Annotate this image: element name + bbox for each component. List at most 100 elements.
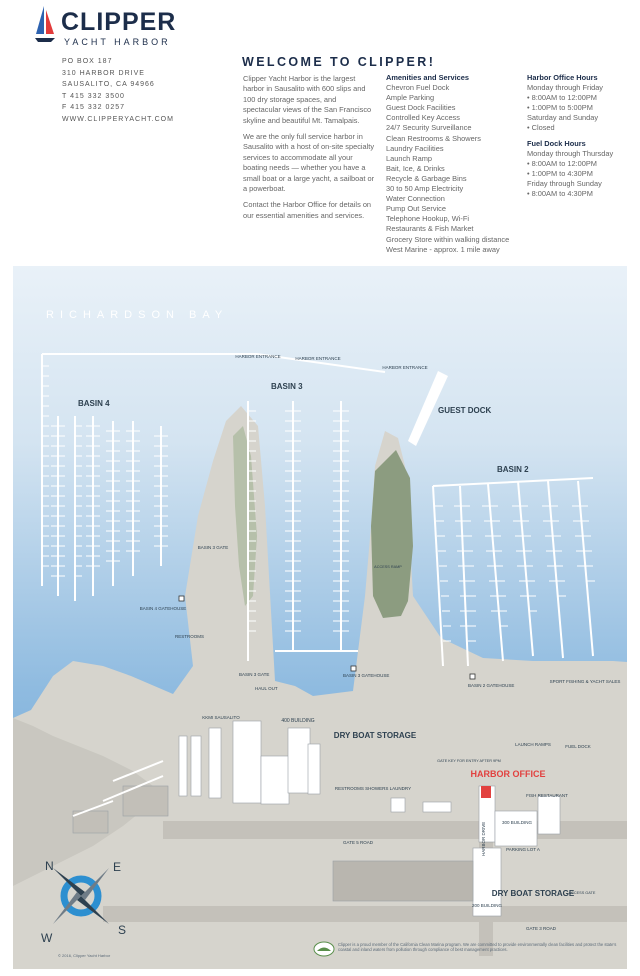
website-link[interactable]: WWW.CLIPPERYACHT.COM — [62, 115, 174, 123]
basin-2-docks — [432, 477, 594, 667]
amenity-item: Restaurants & Fish Market — [386, 224, 474, 234]
clean-marina-badge — [313, 941, 335, 957]
map-labels: RICHARDSON BAY HARBOR ENTRANCE HARBOR EN… — [46, 309, 620, 931]
amenity-item: Recycle & Garbage Bins — [386, 173, 467, 183]
launch-ramps-label: LAUNCH RAMPS — [515, 742, 551, 747]
compass-s: S — [118, 923, 126, 937]
sport-fishing-label: SPORT FISHING & YACHT SALES — [550, 679, 621, 684]
grass-area — [371, 450, 413, 618]
building400-label: 400 BUILDING — [281, 718, 314, 724]
basin3-gate-label-b: BASIN 3 GATE — [239, 672, 269, 677]
fuel-hours-line: Monday through Thursday — [527, 148, 614, 158]
office-hours-line: • 8:00AM to 12:00PM — [527, 93, 597, 103]
fuel-hours-line: Friday through Sunday — [527, 178, 602, 188]
gate5-label: GATE 5 ROAD — [343, 840, 374, 845]
fuel-dock-label: FUEL DOCK — [565, 744, 591, 749]
phone[interactable]: T 415 332 3500 — [62, 92, 125, 100]
brand-name: CLIPPER — [61, 8, 177, 36]
dry-storage-label: DRY BOAT STORAGE — [334, 731, 417, 740]
clipper-logo: CLIPPER YACHT HARBOR — [33, 4, 177, 50]
amenity-item: Launch Ramp — [386, 153, 433, 163]
intro-paragraph: Contact the Harbor Office for details on… — [243, 200, 372, 220]
amenity-item: Water Connection — [386, 194, 445, 204]
amenities-list: Amenities and Services Chevron Fuel Dock… — [386, 73, 509, 255]
amenity-item: Clean Restrooms & Showers — [386, 133, 481, 143]
restrooms-showers-label: RESTROOMS SHOWERS LAUNDRY — [335, 786, 411, 791]
amenity-item: Grocery Store within walking distance — [386, 234, 510, 244]
amenity-item: Controlled Key Access — [386, 113, 460, 123]
restrooms-label: RESTROOMS — [175, 634, 204, 639]
office-hours-line: Saturday and Sunday — [527, 113, 599, 123]
fuel-hours-line: • 8:00AM to 4:30PM — [527, 189, 593, 199]
basin-4-slips — [42, 365, 168, 577]
harbor-drive-label: HARBOR DRIVE — [481, 822, 486, 856]
fuel-hours-line: • 8:00AM to 12:00PM — [527, 158, 597, 168]
fuel-hours-line: • 1:00PM to 4:30PM — [527, 168, 593, 178]
building200-label: 200 BUILDING — [472, 903, 503, 908]
amenity-item: Pump Out Service — [386, 204, 446, 214]
entrance-label: HARBOR ENTRANCE — [382, 365, 427, 370]
basin-2-slips — [435, 505, 595, 642]
compass-n: N — [45, 859, 54, 873]
contact-line: 310 HARBOR DRIVE — [62, 69, 145, 77]
basin2-label: BASIN 2 — [497, 465, 529, 474]
fish-restaurant-label: FISH RESTAURANT — [526, 793, 568, 798]
harbor-office-building — [481, 786, 491, 798]
amenity-item: Chevron Fuel Dock — [386, 83, 450, 93]
office-hours-heading: Harbor Office Hours — [527, 73, 598, 82]
compass-rose-icon: N E S W — [41, 859, 126, 945]
office-hours-line: Monday through Friday — [527, 83, 603, 93]
access-gate-label: ACCESS GATE — [569, 891, 596, 895]
gate-key-label: GATE KEY FOR ENTRY AFTER 9PM — [437, 759, 501, 763]
office-hours-line: • 1:00PM to 5:00PM — [527, 103, 593, 113]
amenity-item: Telephone Hookup, Wi-Fi — [386, 214, 469, 224]
amenity-item: Laundry Facilities — [386, 143, 444, 153]
fax: F 415 332 0257 — [62, 104, 126, 112]
basin2-gatehouse-label: BASIN 2 GATEHOUSE — [468, 683, 514, 688]
dry-storage2-label: DRY BOAT STORAGE — [492, 889, 575, 898]
gatehouse-markers — [178, 595, 476, 680]
buildings — [72, 720, 561, 917]
welcome-title: WELCOME TO CLIPPER! — [242, 55, 436, 69]
bay-label: RICHARDSON BAY — [46, 309, 228, 321]
access-ramp-label: ACCESS RAMP — [374, 565, 402, 569]
amenity-item: Bait, Ice, & Drinks — [386, 163, 445, 173]
basin4-label: BASIN 4 — [78, 399, 110, 408]
hours-block: Harbor Office Hours Monday through Frida… — [527, 73, 613, 199]
compass-e: E — [113, 860, 121, 874]
parking-lot-label: PARKING LOT A — [506, 847, 540, 852]
intro-paragraph: We are the only full service harbor in S… — [243, 132, 375, 194]
copyright: © 2016, Clipper Yacht Harbor — [58, 953, 111, 958]
amenity-item: 30 to 50 Amp Electricity — [386, 184, 464, 194]
amenities-heading: Amenities and Services — [386, 73, 469, 82]
guest-dock — [408, 371, 448, 446]
intro-text: Clipper Yacht Harbor is the largest harb… — [243, 74, 375, 227]
fuel-hours-heading: Fuel Dock Hours — [527, 138, 586, 148]
guest-dock-label: GUEST DOCK — [438, 406, 492, 415]
basin4-gatehouse-label: BASIN 4 GATEHOUSE — [140, 606, 186, 611]
amenity-item: Guest Dock Facilities — [386, 103, 456, 113]
building300-label: 300 BUILDING — [502, 820, 533, 825]
basin3-gate-label: BASIN 3 GATE — [198, 545, 228, 550]
harbor-map: RICHARDSON BAY HARBOR ENTRANCE HARBOR EN… — [13, 266, 627, 969]
haul-out-label: HAUL OUT — [255, 686, 278, 691]
office-hours-line: • Closed — [527, 123, 555, 133]
contact-line: SAUSALITO, CA 94966 — [62, 81, 155, 89]
compass-w: W — [41, 931, 53, 945]
amenity-item: Ample Parking — [386, 93, 435, 103]
amenity-item: 24/7 Security Surveillance — [386, 123, 472, 133]
basin3-label: BASIN 3 — [271, 382, 303, 391]
sail-logo-icon — [35, 6, 55, 42]
intro-paragraph: Clipper Yacht Harbor is the largest harb… — [243, 74, 372, 125]
kkmi-label: KKMI SAUSALITO — [202, 715, 240, 720]
entrance-label: HARBOR ENTRANCE — [295, 356, 340, 361]
entrance-label: HARBOR ENTRANCE — [235, 354, 280, 359]
basin3-gatehouse-label: BASIN 3 GATEHOUSE — [343, 673, 389, 678]
kkmi-docks — [72, 760, 164, 817]
contact-block: PO BOX 187 310 HARBOR DRIVE SAUSALITO, C… — [62, 56, 174, 126]
clean-marina-text: Clipper is a proud member of the Califor… — [338, 942, 617, 953]
contact-line: PO BOX 187 — [62, 58, 113, 65]
brand-subtitle: YACHT HARBOR — [64, 37, 171, 47]
basin-3-slips — [248, 410, 349, 632]
gate3-label: GATE 3 ROAD — [526, 926, 557, 931]
